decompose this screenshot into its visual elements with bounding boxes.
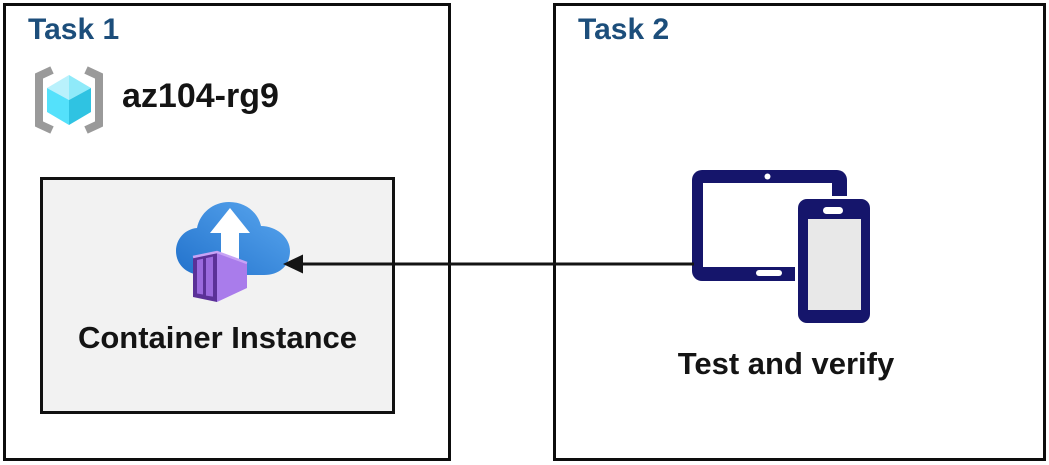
resource-group-label: az104-rg9 xyxy=(122,77,279,115)
connector-arrow xyxy=(283,254,694,274)
arrowhead-left-icon xyxy=(283,254,303,274)
task2-title: Task 2 xyxy=(578,13,670,46)
devices-icon xyxy=(692,170,873,326)
task1-title: Task 1 xyxy=(28,13,120,46)
resource-group-icon xyxy=(35,66,103,134)
test-verify-label: Test and verify xyxy=(677,346,895,381)
container-instance-box: Container Instance xyxy=(40,177,395,414)
container-instance-icon xyxy=(176,202,290,302)
task2-box: Task 2 Test and verify xyxy=(553,3,1046,461)
task1-box: Task 1 az104-rg9 xyxy=(3,3,451,461)
container-instance-label: Container Instance xyxy=(77,320,358,355)
